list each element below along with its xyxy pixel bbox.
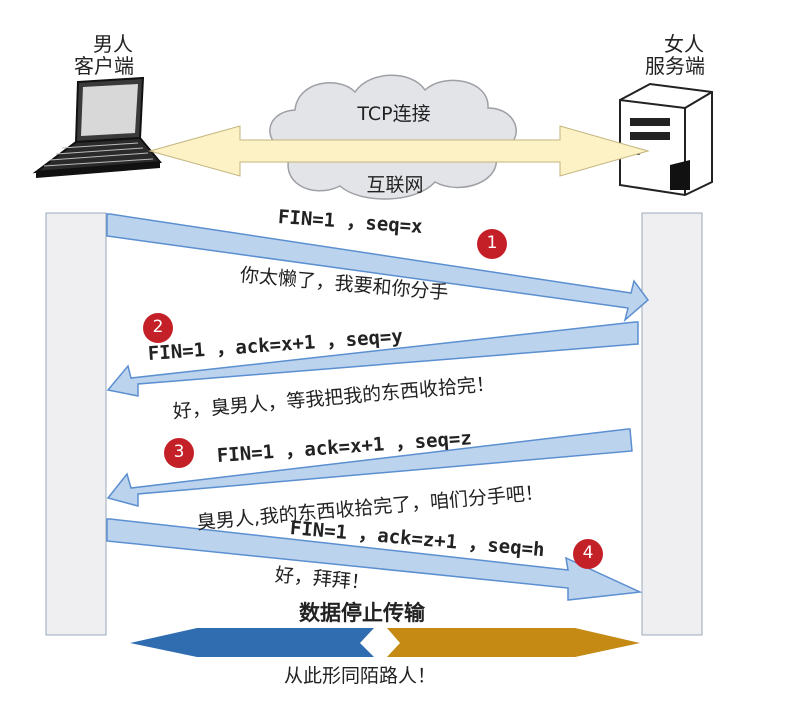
client-leave-arrow [130,628,374,657]
arrow-2-server-to-client [106,321,639,397]
cloud-sublabel: 互联网 [366,174,424,196]
server-leave-arrow [387,628,640,657]
step-4-badge [573,539,603,569]
laptop-icon [32,76,163,178]
step-2-badge [143,313,173,343]
internet-cloud [269,74,517,200]
step-3-number: 3 [173,442,185,462]
arrow-1-client-to-server [106,213,650,323]
step-2-number: 2 [152,317,164,337]
cloud-label: TCP连接 [357,103,431,125]
client-role: 男人 [93,32,133,56]
client-name: 客户端 [74,54,134,78]
tcp-connection-arrow [148,125,650,177]
arrow-3-server-to-client [106,428,633,507]
client-timeline [45,212,107,636]
step-3-badge [164,438,194,468]
arrow-4-client-to-server [106,518,643,601]
stop-transfer-title: 数据停止传输 [299,601,425,625]
server-icon [619,82,713,197]
step-4-number: 4 [582,543,594,563]
step-1-badge [477,229,507,259]
step-1-number: 1 [486,233,498,253]
strangers-caption: 从此形同陌路人！ [283,665,437,687]
server-timeline [641,212,703,636]
server-name: 服务端 [645,54,705,78]
server-role: 女人 [664,32,704,56]
